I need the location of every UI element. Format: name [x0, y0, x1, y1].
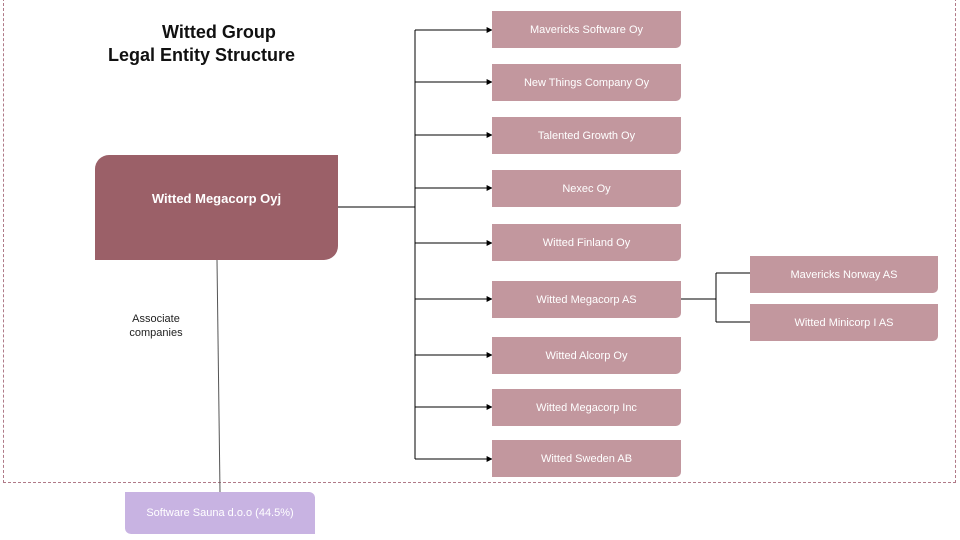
parent-company-node: Witted Megacorp Oyj	[95, 155, 338, 260]
subsidiary-node-new-things: New Things Company Oy	[492, 64, 681, 101]
subsidiary-node-witted-megacorp-inc: Witted Megacorp Inc	[492, 389, 681, 426]
diagram-frame	[3, 0, 956, 483]
diagram-title-line2: Legal Entity Structure	[108, 45, 296, 65]
subsidiary-node-witted-megacorp-as: Witted Megacorp AS	[492, 281, 681, 318]
associate-connector	[216, 259, 221, 493]
norway-subsidiary-node-witted-minicorp: Witted Minicorp I AS	[750, 304, 938, 341]
associate-companies-label: Associate companies	[129, 313, 183, 339]
subsidiary-node-talented-growth: Talented Growth Oy	[492, 117, 681, 154]
associate-company-node: Software Sauna d.o.o (44.5%)	[125, 492, 315, 534]
subsidiary-node-witted-sweden: Witted Sweden AB	[492, 440, 681, 477]
subsidiary-node-mavericks-software: Mavericks Software Oy	[492, 11, 681, 48]
subsidiary-node-witted-alcorp: Witted Alcorp Oy	[492, 337, 681, 374]
subsidiary-node-witted-finland: Witted Finland Oy	[492, 224, 681, 261]
norway-subsidiary-node-mavericks-norway: Mavericks Norway AS	[750, 256, 938, 293]
subsidiary-node-nexec: Nexec Oy	[492, 170, 681, 207]
diagram-title-line1: Witted Group	[162, 22, 276, 42]
